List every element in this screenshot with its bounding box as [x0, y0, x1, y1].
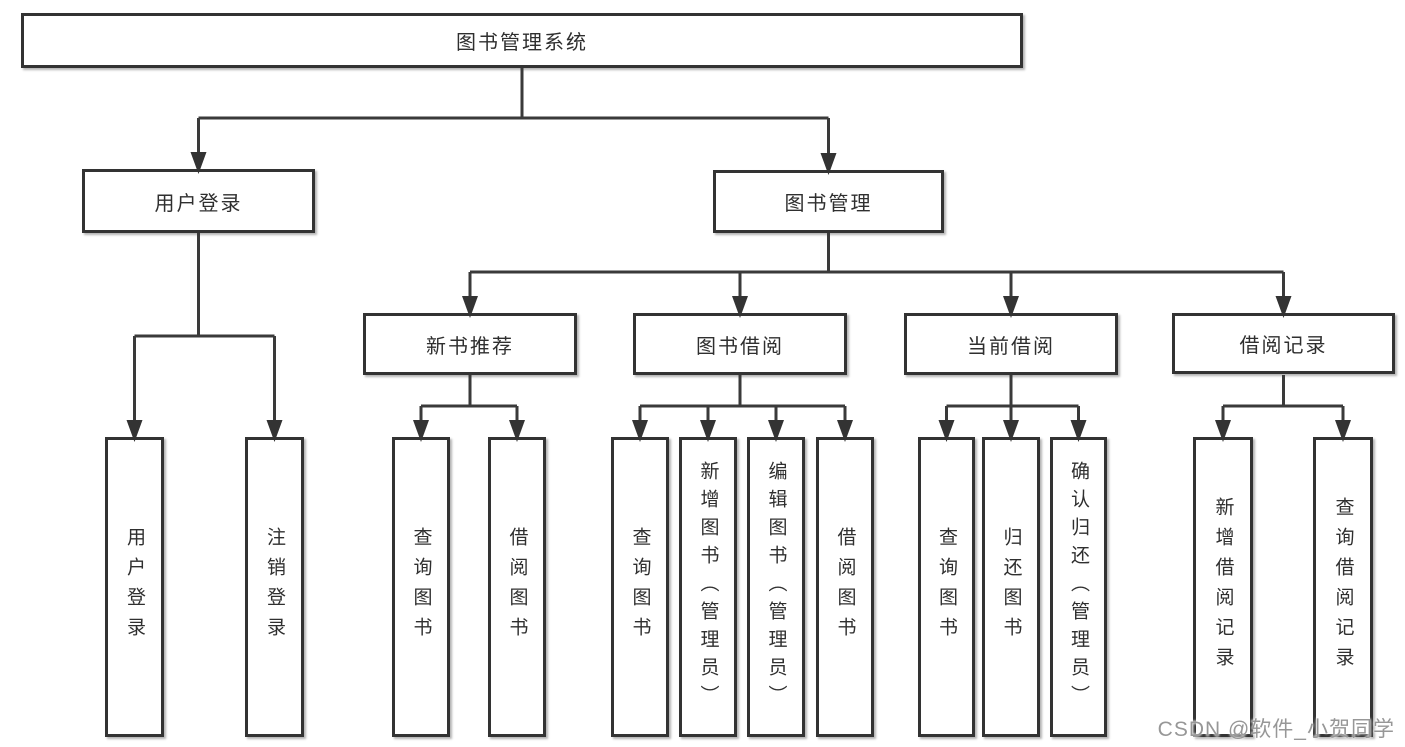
node-borrowing-records: 借阅记录 — [1172, 313, 1395, 374]
leaf-borrow-books: 借阅图书 — [816, 437, 874, 737]
node-current-borrowing: 当前借阅 — [904, 313, 1118, 375]
leaf-return-books: 归还图书 — [982, 437, 1040, 737]
node-label: 新增借阅记录 — [1212, 497, 1234, 677]
node-label: 借阅记录 — [1239, 335, 1328, 357]
node-label: 查询图书 — [410, 527, 432, 647]
node-label: 注销登录 — [264, 527, 285, 647]
leaf-query-books-current: 查询图书 — [918, 437, 975, 737]
node-label: 查询图书 — [936, 527, 957, 647]
leaf-query-books-borrowing: 查询图书 — [611, 437, 669, 737]
csdn-watermark: CSDN @软件_小贺同学 — [1157, 718, 1395, 741]
leaf-logout: 注销登录 — [245, 437, 304, 737]
leaf-query-books-recommend: 查询图书 — [392, 437, 450, 737]
node-label: 当前借阅 — [967, 335, 1055, 358]
node-label: 用户登录 — [154, 192, 243, 215]
node-user-login: 用户登录 — [82, 169, 315, 233]
node-label: 图书管理系统 — [456, 32, 588, 54]
leaf-edit-books-admin: 编辑图书（管理员） — [747, 437, 805, 737]
leaf-add-books-admin: 新增图书（管理员） — [679, 437, 737, 737]
leaf-confirm-return-admin: 确认归还（管理员） — [1050, 437, 1107, 737]
leaf-add-borrow-record: 新增借阅记录 — [1193, 437, 1253, 737]
node-label: 借阅图书 — [834, 527, 856, 647]
node-label: 新增图书（管理员） — [697, 461, 719, 713]
node-label: 编辑图书（管理员） — [765, 461, 787, 713]
node-label: 图书管理 — [784, 193, 873, 215]
node-label: 归还图书 — [1000, 527, 1022, 647]
node-label: 新书推荐 — [426, 335, 514, 358]
node-book-management: 图书管理 — [713, 170, 944, 233]
node-label: 确认归还（管理员） — [1068, 461, 1089, 713]
node-root-library-system: 图书管理系统 — [21, 13, 1023, 68]
leaf-user-login: 用户登录 — [105, 437, 164, 737]
node-label: 查询图书 — [629, 527, 651, 647]
node-label: 图书借阅 — [696, 335, 784, 358]
leaf-query-borrow-record: 查询借阅记录 — [1313, 437, 1373, 737]
node-new-book-recommendation: 新书推荐 — [363, 313, 577, 375]
node-label: 查询借阅记录 — [1332, 497, 1354, 677]
node-label: 用户登录 — [124, 527, 145, 647]
leaf-borrow-books-recommend: 借阅图书 — [488, 437, 546, 737]
node-book-borrowing: 图书借阅 — [633, 313, 847, 375]
node-label: 借阅图书 — [506, 527, 528, 647]
